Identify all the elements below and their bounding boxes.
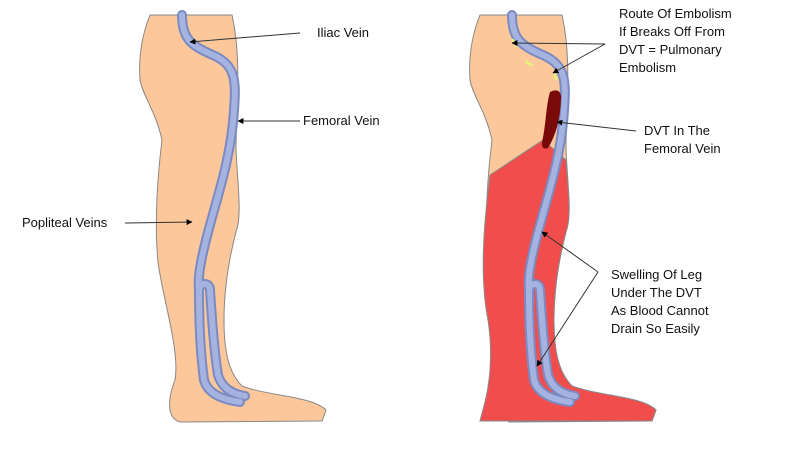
pointer-lines — [124, 32, 637, 367]
text-line: Swelling Of Leg — [611, 267, 703, 282]
text-line: Femoral Vein — [644, 141, 721, 156]
label-dvt: DVT In The Femoral Vein — [644, 122, 721, 158]
label-swelling: Swelling Of Leg Under The DVT As Blood C… — [611, 266, 709, 338]
swelling-region — [479, 139, 657, 422]
label-embolism-route: Route Of Embolism If Breaks Off From DVT… — [619, 5, 732, 77]
dvt-leg — [469, 15, 657, 423]
text-line: Route Of Embolism — [619, 6, 732, 21]
text-line: If Breaks Off From — [619, 24, 725, 39]
text-line: As Blood Cannot — [611, 303, 709, 318]
label-femoral-vein: Femoral Vein — [303, 113, 380, 128]
text-line: DVT = Pulmonary — [619, 42, 722, 57]
text-line: Drain So Easily — [611, 321, 700, 336]
normal-leg — [139, 15, 327, 423]
label-popliteal-veins: Popliteal Veins — [22, 215, 108, 230]
label-iliac-vein: Iliac Vein — [317, 25, 370, 40]
dvt-clot — [541, 90, 562, 149]
text-line: DVT In The — [644, 123, 710, 138]
text-line: Embolism — [619, 60, 677, 75]
text-line: Under The DVT — [611, 285, 702, 300]
